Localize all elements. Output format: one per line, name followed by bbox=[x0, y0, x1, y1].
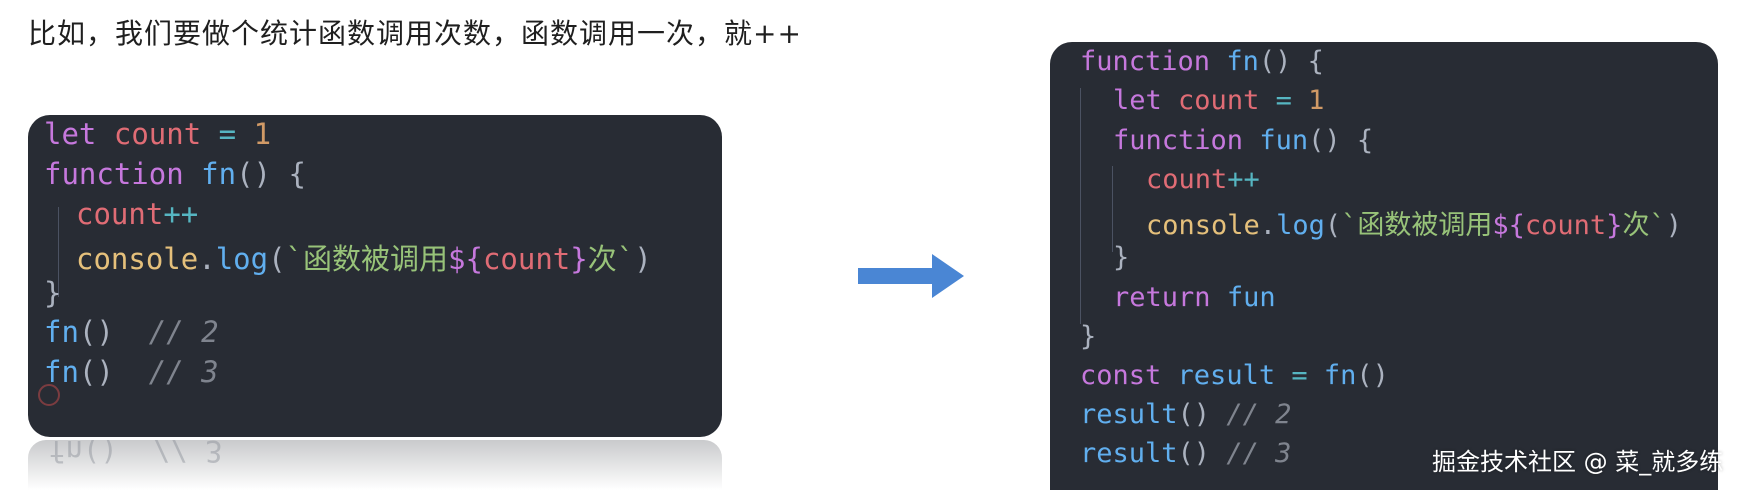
code-line-close-brace: } bbox=[44, 276, 62, 310]
code-line-function-fn: function fn() { bbox=[1080, 46, 1324, 77]
code-line-count-increment: count++ bbox=[1146, 164, 1260, 195]
code-line-console-log: console.log(`函数被调用${count}次`) bbox=[76, 242, 652, 276]
code-line-call-2: fn() // 3 bbox=[44, 355, 219, 389]
indent-guide bbox=[58, 207, 59, 297]
code-line-return: return fun bbox=[1113, 282, 1276, 313]
code-line-inner-close: } bbox=[1113, 242, 1130, 273]
code-line-const-result: const result = fn() bbox=[1080, 360, 1389, 391]
code-line-let-count: let count = 1 bbox=[44, 117, 272, 151]
code-block-before: let count = 1 function fn() { count++ co… bbox=[28, 115, 722, 437]
cursor-indicator bbox=[38, 384, 60, 406]
code-line-function-fun: function fun() { bbox=[1113, 125, 1374, 156]
code-line-outer-close: } bbox=[1080, 321, 1097, 352]
indent-guide bbox=[1112, 166, 1113, 252]
code-line-result-call-2: result() // 3 bbox=[1080, 438, 1292, 469]
watermark: 掘金技术社区 @ 菜_就多练 bbox=[1432, 448, 1724, 476]
right-arrow-icon bbox=[858, 254, 964, 298]
page-heading: 比如，我们要做个统计函数调用次数，函数调用一次，就++ bbox=[28, 17, 802, 50]
indent-guide bbox=[1080, 88, 1081, 324]
code-line-count-increment: count++ bbox=[76, 197, 199, 231]
code-line-let-count: let count = 1 bbox=[1113, 85, 1325, 116]
code-line-result-call-1: result() // 2 bbox=[1080, 399, 1292, 430]
reflection-text: fn() // 3 bbox=[48, 440, 223, 468]
code-line-function-fn: function fn() { bbox=[44, 157, 306, 191]
code-line-call-1: fn() // 2 bbox=[44, 315, 219, 349]
code-reflection: fn() // 3 bbox=[28, 440, 722, 490]
code-line-console-log: console.log(`函数被调用${count}次`) bbox=[1146, 210, 1682, 241]
code-block-after: function fn() { let count = 1 function f… bbox=[1050, 42, 1718, 490]
